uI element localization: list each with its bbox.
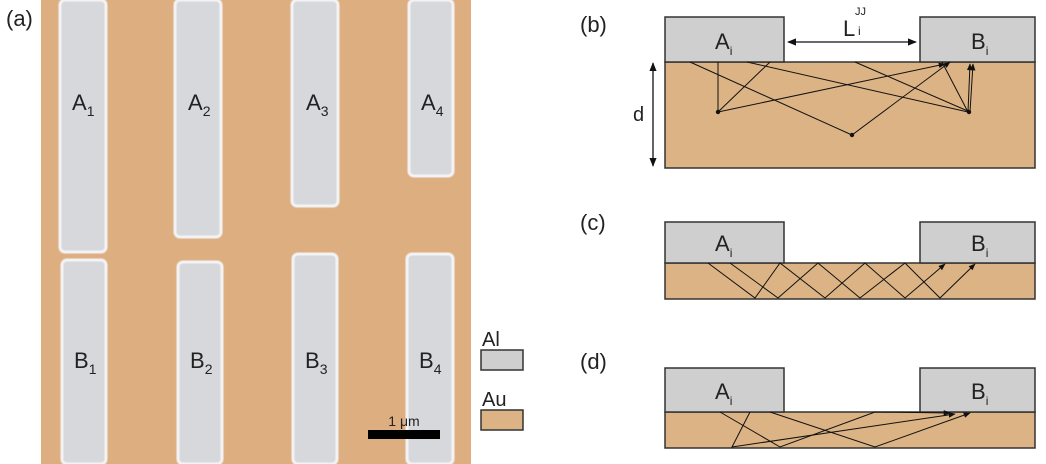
gold-layer-c xyxy=(664,262,1036,300)
trajectories-c xyxy=(707,262,976,299)
electrode-b-d xyxy=(919,367,1036,413)
legend-label-au: Au xyxy=(482,389,506,411)
pad-label-b4: B4 xyxy=(419,348,442,377)
pad-b2 xyxy=(176,260,224,464)
electrode-b-label-c: Bi xyxy=(971,231,988,260)
top-pads xyxy=(58,0,455,254)
pad-label-a3: A3 xyxy=(306,90,329,119)
electrode-a-d xyxy=(664,367,785,413)
electrode-a-label-b: Ai xyxy=(715,29,732,58)
electrode-b-c xyxy=(919,221,1036,264)
schematic-c: Ai Bi xyxy=(664,221,1036,300)
material-legend: Al Au xyxy=(478,328,538,438)
pad-a4 xyxy=(407,0,455,178)
pad-a2 xyxy=(173,0,223,239)
length-label-sub: i xyxy=(858,24,861,38)
pad-a3 xyxy=(290,0,340,208)
pad-label-a4: A4 xyxy=(421,90,444,119)
legend-swatch-au xyxy=(480,409,524,431)
gold-film xyxy=(41,0,471,464)
schematic-b: Ai Bi L JJ i d xyxy=(633,6,1036,169)
pad-b1 xyxy=(60,258,108,464)
scattering-points-b xyxy=(715,109,972,138)
panel-label-d: (d) xyxy=(580,349,607,374)
pad-b4 xyxy=(405,252,455,464)
pad-label-b3: B3 xyxy=(305,348,328,377)
electrode-a-b xyxy=(664,16,785,63)
pad-b3 xyxy=(291,252,339,464)
electrode-a-c xyxy=(664,221,785,264)
schematic-cross-sections: Ai Bi L JJ i d xyxy=(620,0,1046,464)
panel-label-c: (c) xyxy=(580,210,606,235)
electrode-a-label-d: Ai xyxy=(715,379,732,408)
scalebar-label: 1 μm xyxy=(388,413,419,429)
electrode-b-label-d: Bi xyxy=(971,379,988,408)
length-label-sup: JJ xyxy=(855,6,866,18)
pad-label-b2: B2 xyxy=(190,348,213,377)
legend-swatch-al xyxy=(480,349,524,371)
electrode-b-label-b: Bi xyxy=(971,29,988,58)
electrode-b-b xyxy=(919,16,1036,63)
legend-label-al: Al xyxy=(482,329,500,351)
thickness-label: d xyxy=(633,104,644,126)
schematic-d: Ai Bi xyxy=(664,367,1036,449)
gold-layer-b xyxy=(664,61,1036,169)
pad-label-a1: A1 xyxy=(72,90,95,119)
panel-label-a: (a) xyxy=(6,6,33,31)
pad-label-b1: B1 xyxy=(74,348,97,377)
sem-micrograph: A1 A2 A3 A4 B1 B2 B3 B4 1 μm xyxy=(41,0,471,464)
electrode-a-label-c: Ai xyxy=(715,231,732,260)
pad-label-a2: A2 xyxy=(188,90,211,119)
scalebar xyxy=(368,430,440,439)
pad-a1 xyxy=(58,0,108,254)
trajectories-d xyxy=(719,410,971,448)
bottom-pads xyxy=(60,252,455,464)
panel-label-b: (b) xyxy=(580,12,607,37)
length-label: L xyxy=(843,16,855,41)
